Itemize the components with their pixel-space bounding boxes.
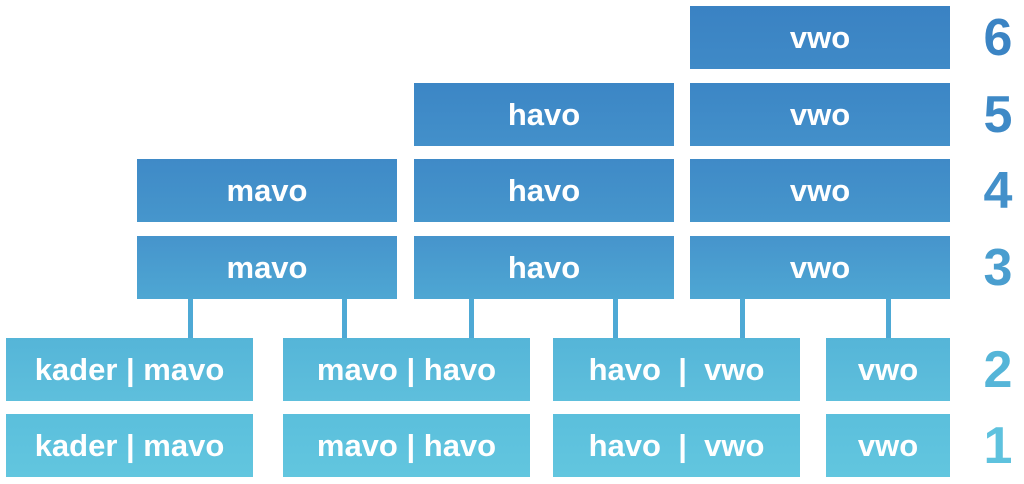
connector-line (469, 298, 474, 338)
level-box-vwo-year-5: vwo (690, 83, 950, 146)
level-box-vwo-year-3: vwo (690, 236, 950, 299)
level-box-kader-mavo-year-2: kader | mavo (6, 338, 253, 401)
year-label-2: 2 (983, 340, 1013, 399)
level-box-vwo-year-2: vwo (826, 338, 950, 401)
year-label-1: 1 (983, 416, 1013, 475)
year-label-3: 3 (983, 238, 1013, 297)
level-box-havo-year-3: havo (414, 236, 674, 299)
connector-line (613, 298, 618, 338)
level-box-havo-vwo-year-2: havo | vwo (553, 338, 800, 401)
level-box-havo-vwo-year-1: havo | vwo (553, 414, 800, 477)
level-box-vwo-year-4: vwo (690, 159, 950, 222)
level-box-mavo-year-4: mavo (137, 159, 397, 222)
connector-line (740, 298, 745, 338)
level-box-mavo-year-3: mavo (137, 236, 397, 299)
connector-line (886, 298, 891, 338)
level-box-mavo-havo-year-1: mavo | havo (283, 414, 530, 477)
year-label-4: 4 (983, 161, 1013, 220)
year-label-6: 6 (983, 8, 1013, 67)
level-box-havo-year-5: havo (414, 83, 674, 146)
level-box-havo-year-4: havo (414, 159, 674, 222)
level-box-vwo-year-1: vwo (826, 414, 950, 477)
level-box-kader-mavo-year-1: kader | mavo (6, 414, 253, 477)
connector-line (342, 298, 347, 338)
connector-line (188, 298, 193, 338)
level-box-mavo-havo-year-2: mavo | havo (283, 338, 530, 401)
year-label-5: 5 (983, 85, 1013, 144)
level-box-vwo-year-6: vwo (690, 6, 950, 69)
